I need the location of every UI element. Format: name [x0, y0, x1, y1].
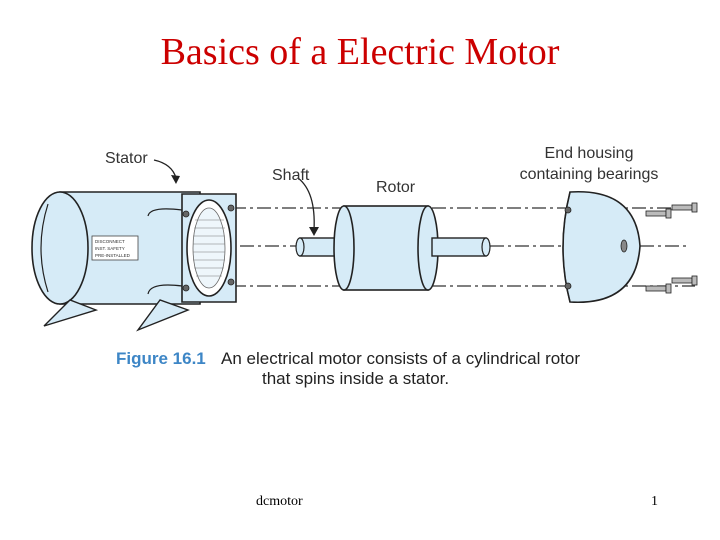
bolt-top-outer — [671, 202, 698, 213]
bolt-bottom-outer — [671, 275, 698, 286]
stator-bolt-holes — [182, 204, 235, 292]
label-stator: Stator — [105, 150, 148, 167]
label-shaft: Shaft — [272, 167, 310, 184]
shaft-arrow-head — [309, 227, 319, 236]
stator-laminations — [193, 219, 225, 277]
bolt-top-inner — [645, 208, 672, 219]
page-number: 1 — [651, 494, 658, 509]
label-end-housing-line-1: End housing — [545, 145, 634, 162]
rotor-body — [343, 205, 429, 291]
arrow-heads — [171, 175, 319, 236]
shaft-right-end — [481, 237, 491, 257]
rotor-assembly — [295, 205, 491, 291]
slide-title: Basics of a Electric Motor — [160, 31, 560, 73]
stator-leads — [147, 208, 183, 295]
shaft-left-end — [295, 237, 305, 257]
bolts — [645, 202, 698, 294]
label-end-housing-line-2: containing bearings — [520, 166, 659, 183]
label-rotor: Rotor — [376, 179, 416, 196]
motor-exploded-diagram: DISCONNECT INST. SAFETY PRE-INSTALLED — [31, 145, 698, 388]
shaft-right — [431, 237, 487, 257]
footer-label: dcmotor — [256, 494, 303, 509]
stator-foot-right — [135, 299, 190, 332]
end-housing-rim — [562, 191, 571, 303]
end-housing — [562, 190, 641, 303]
end-housing-shell — [562, 190, 641, 303]
nameplate — [91, 235, 139, 261]
bolt-bottom-inner — [645, 283, 672, 294]
stator-arrow-head — [171, 175, 180, 184]
nameplate-line-1: DISCONNECT — [95, 239, 125, 244]
stator-back-rim — [40, 203, 49, 293]
end-housing-bearing — [620, 239, 628, 253]
stator-foot-left — [43, 299, 99, 327]
nameplate-line-2: INST. SAFETY — [95, 246, 125, 251]
caption-line-1: An electrical motor consists of a cylind… — [221, 349, 580, 368]
nameplate-line-3: PRE-INSTALLED — [95, 253, 131, 258]
caption-line-2: that spins inside a stator. — [262, 369, 449, 388]
end-housing-bolt-holes — [564, 206, 572, 290]
caption-number: Figure 16.1 — [116, 349, 206, 368]
shaft-leader — [297, 177, 315, 231]
rotor-left-face — [333, 205, 355, 291]
stator: DISCONNECT INST. SAFETY PRE-INSTALLED — [31, 191, 237, 332]
stator-back-end — [31, 191, 89, 305]
